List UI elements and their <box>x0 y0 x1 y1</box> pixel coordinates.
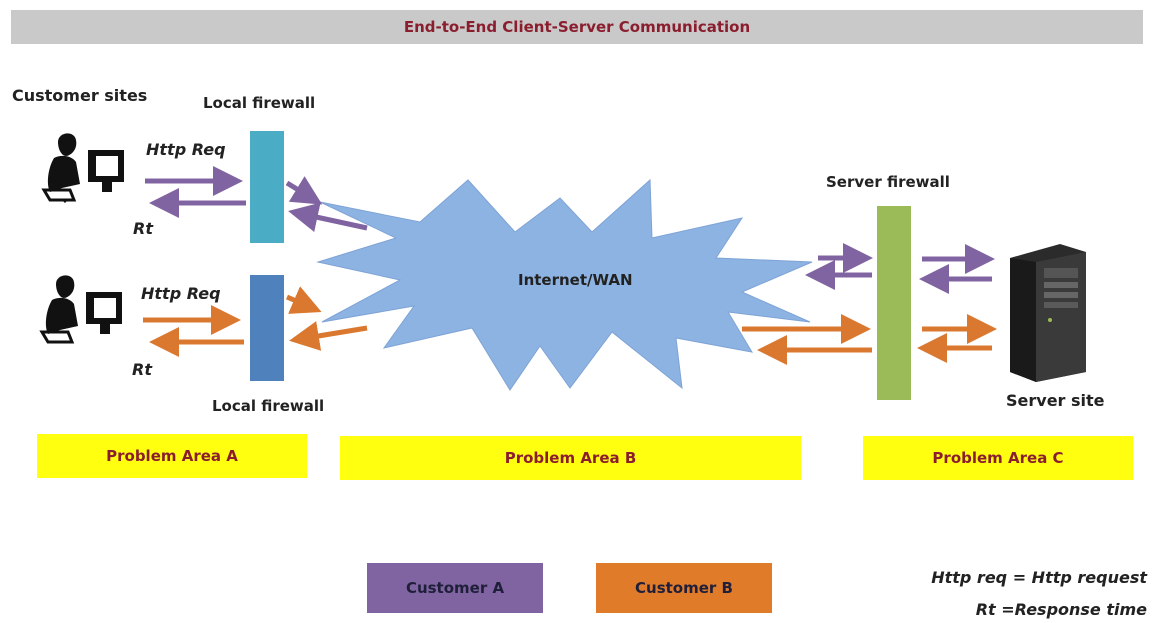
server-firewall <box>877 206 911 400</box>
internet-label: Internet/WAN <box>518 271 633 289</box>
internet-cloud <box>316 178 813 391</box>
server-firewall-label: Server firewall <box>826 173 950 191</box>
http-req-label-b: Http Req <box>141 284 221 303</box>
legend-customer-b: Customer B <box>596 563 772 613</box>
note-http-req: Http req = Http request <box>931 568 1147 587</box>
legend-customer-a: Customer A <box>367 563 543 613</box>
local-firewall-top-label: Local firewall <box>203 94 316 112</box>
server-site-label: Server site <box>1006 391 1105 410</box>
person-at-computer-icon <box>41 133 124 204</box>
customer-sites-label: Customer sites <box>12 86 148 105</box>
problem-area-a: Problem Area A <box>37 434 307 478</box>
http-req-label-a: Http Req <box>146 140 226 159</box>
person-at-computer-icon <box>39 275 122 344</box>
diagram-title: End-to-End Client-Server Communication <box>403 18 751 36</box>
rt-label-a: Rt <box>133 219 153 238</box>
local-firewall-a <box>250 131 284 243</box>
customer-b-arrows <box>143 286 997 365</box>
problem-area-c: Problem Area C <box>863 436 1133 480</box>
title-bar: End-to-End Client-Server Communication <box>11 10 1143 44</box>
note-rt: Rt =Response time <box>975 600 1147 619</box>
server-tower-icon <box>1010 244 1086 382</box>
customer-a-arrows <box>145 166 995 294</box>
rt-label-b: Rt <box>132 360 152 379</box>
problem-area-b: Problem Area B <box>340 436 801 480</box>
local-firewall-b <box>250 275 284 381</box>
local-firewall-bottom-label: Local firewall <box>212 397 325 415</box>
